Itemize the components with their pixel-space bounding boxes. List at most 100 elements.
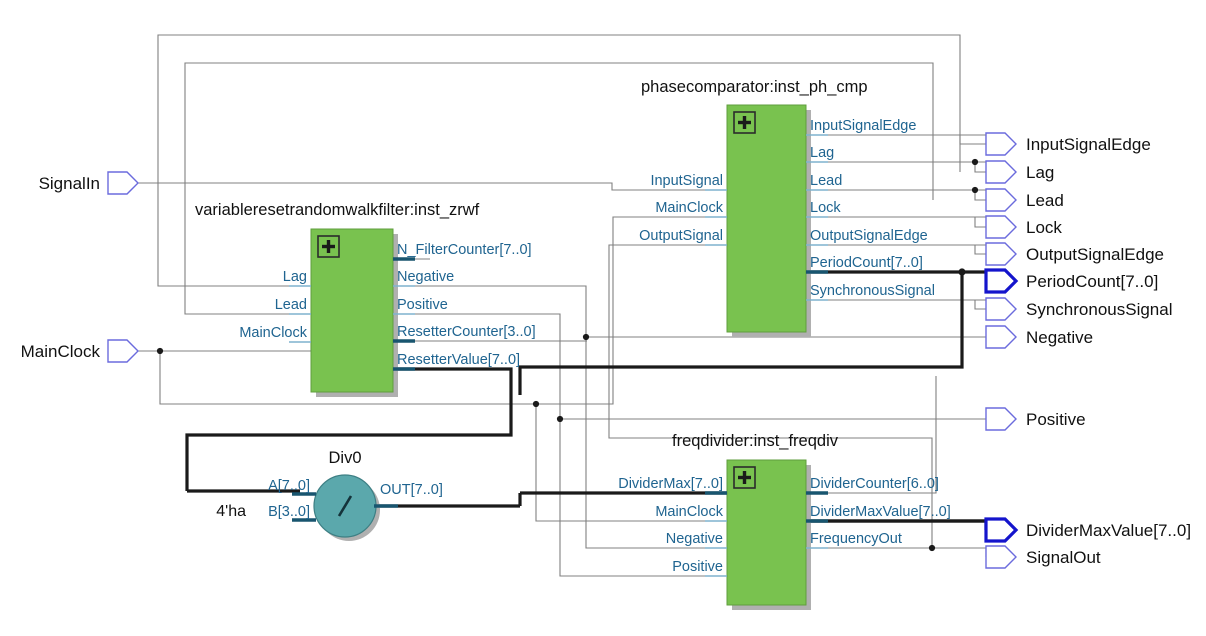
port-label-in: OutputSignal (639, 228, 723, 244)
output-pin-inputsignaledge[interactable]: InputSignalEdge (985, 132, 1151, 156)
port-label-in: MainClock (239, 325, 307, 341)
port-label-out: SynchronousSignal (810, 283, 935, 299)
output-pin-shape[interactable] (985, 132, 1017, 156)
divider-name: Div0 (328, 449, 361, 467)
port-label-in: InputSignal (650, 173, 723, 189)
port-label-out: ResetterCounter[3..0] (397, 324, 536, 340)
junction-dot (928, 544, 936, 552)
output-pin-shape[interactable] (985, 297, 1017, 321)
block-title-zrwf: variableresetrandomwalkfilter:inst_zrwf (195, 201, 480, 219)
input-pin-shape[interactable] (107, 339, 139, 363)
divider-port-label-in: A[7..0] (268, 478, 310, 494)
output-pin-dividermaxvalue[interactable]: DividerMaxValue[7..0] (984, 517, 1191, 543)
net-lead-feedback (184, 62, 934, 315)
block-ph_cmp[interactable]: phasecomparator:inst_ph_cmpInputSignalMa… (639, 78, 935, 337)
output-pin-label: DividerMaxValue[7..0] (1026, 521, 1191, 540)
port-label-out: ResetterValue[7..0] (397, 352, 520, 368)
junction-dot (556, 415, 564, 423)
junction-dot (958, 268, 966, 276)
port-label-out: Lead (810, 173, 842, 189)
output-pin-label: Negative (1026, 328, 1093, 347)
net-pin-jog-sync (974, 300, 986, 310)
output-pin-positive[interactable]: Positive (985, 407, 1086, 431)
port-label-out: Negative (397, 269, 454, 285)
output-pin-label: Lag (1026, 163, 1054, 182)
net-signalin (136, 182, 727, 191)
net-mainclock-to-freqdiv (535, 404, 727, 522)
bus-resettervalue (185, 367, 513, 491)
output-pin-lag[interactable]: Lag (985, 160, 1054, 184)
wire-layer-thin (136, 34, 987, 577)
input-pin-signalin[interactable]: SignalIn (39, 171, 139, 195)
port-label-out: Lock (810, 200, 841, 216)
output-pin-shape[interactable] (985, 188, 1017, 212)
net-frequencyout-up (608, 244, 933, 548)
blocks-layer: variableresetrandomwalkfilter:inst_zrwfL… (195, 78, 951, 610)
junction-dots (156, 158, 979, 552)
net-inputsignaledge (806, 134, 987, 144)
input-pin-label: SignalIn (39, 174, 100, 193)
block-body[interactable] (726, 104, 807, 333)
output-pin-label: SynchronousSignal (1026, 300, 1172, 319)
port-label-out: InputSignalEdge (810, 118, 916, 134)
port-label-out: Lag (810, 145, 834, 161)
output-pin-periodcount[interactable]: PeriodCount[7..0] (984, 268, 1158, 294)
output-pin-synchronoussignal[interactable]: SynchronousSignal (985, 297, 1172, 321)
output-pin-shape[interactable] (984, 517, 1019, 543)
output-pin-label: PeriodCount[7..0] (1026, 272, 1158, 291)
output-pin-signalout[interactable]: SignalOut (985, 545, 1101, 569)
output-pin-label: OutputSignalEdge (1026, 245, 1164, 264)
net-frequencyout (806, 547, 987, 557)
port-label-out: FrequencyOut (810, 531, 902, 547)
port-label-in: Lag (283, 269, 307, 285)
output-pin-label: Positive (1026, 410, 1086, 429)
input-pin-shape[interactable] (107, 171, 139, 195)
output-pin-shape[interactable] (985, 407, 1017, 431)
junction-dot (532, 400, 540, 408)
port-label-in: MainClock (655, 504, 723, 520)
junction-dot (971, 186, 979, 194)
output-pin-label: SignalOut (1026, 548, 1101, 567)
output-pin-label: Lead (1026, 191, 1064, 210)
port-label-out: PeriodCount[7..0] (810, 255, 923, 271)
pins-layer: SignalInMainClockInputSignalEdgeLagLeadL… (21, 132, 1191, 569)
block-zrwf[interactable]: variableresetrandomwalkfilter:inst_zrwfL… (195, 201, 536, 397)
block-title-ph_cmp: phasecomparator:inst_ph_cmp (641, 78, 868, 96)
divider-port-label-in: B[3..0] (268, 504, 310, 520)
output-pin-shape[interactable] (985, 160, 1017, 184)
output-pin-shape[interactable] (985, 325, 1017, 349)
output-pin-shape[interactable] (985, 242, 1017, 266)
input-pin-mainclock[interactable]: MainClock (21, 339, 139, 363)
port-label-out: DividerMaxValue[7..0] (810, 504, 951, 520)
divider-port-label-out: OUT[7..0] (380, 482, 443, 498)
port-label-in: Positive (672, 559, 723, 575)
block-title-freqdiv: freqdivider:inst_freqdiv (672, 432, 839, 450)
net-pin-jog-lead (974, 190, 986, 201)
output-pin-shape[interactable] (984, 268, 1019, 294)
net-pin-jog-ose (974, 245, 986, 255)
junction-dot (582, 333, 590, 341)
net-pin-jog-lock (974, 217, 986, 228)
port-label-in: Negative (666, 531, 723, 547)
output-pin-shape[interactable] (985, 545, 1017, 569)
output-pin-lock[interactable]: Lock (985, 215, 1062, 239)
divide-slash-icon (337, 495, 353, 517)
output-pin-lead[interactable]: Lead (985, 188, 1064, 212)
net-pin-jog-inputsignaledge (959, 135, 986, 145)
output-pin-shape[interactable] (985, 215, 1017, 239)
input-pin-label: MainClock (21, 342, 101, 361)
port-label-out: N_FilterCounter[7..0] (397, 242, 532, 258)
output-pin-outputsignaledge[interactable]: OutputSignalEdge (985, 242, 1164, 266)
divider-constant-label: 4'ha (216, 503, 246, 520)
net-lag-feedback (157, 34, 961, 287)
junction-dot (971, 158, 979, 166)
output-pin-negative[interactable]: Negative (985, 325, 1093, 349)
net-positive (393, 313, 727, 577)
port-label-out: Positive (397, 297, 448, 313)
block-freqdiv[interactable]: freqdivider:inst_freqdivDividerMax[7..0]… (618, 432, 951, 610)
port-label-in: DividerMax[7..0] (618, 476, 723, 492)
port-label-in: MainClock (655, 200, 723, 216)
